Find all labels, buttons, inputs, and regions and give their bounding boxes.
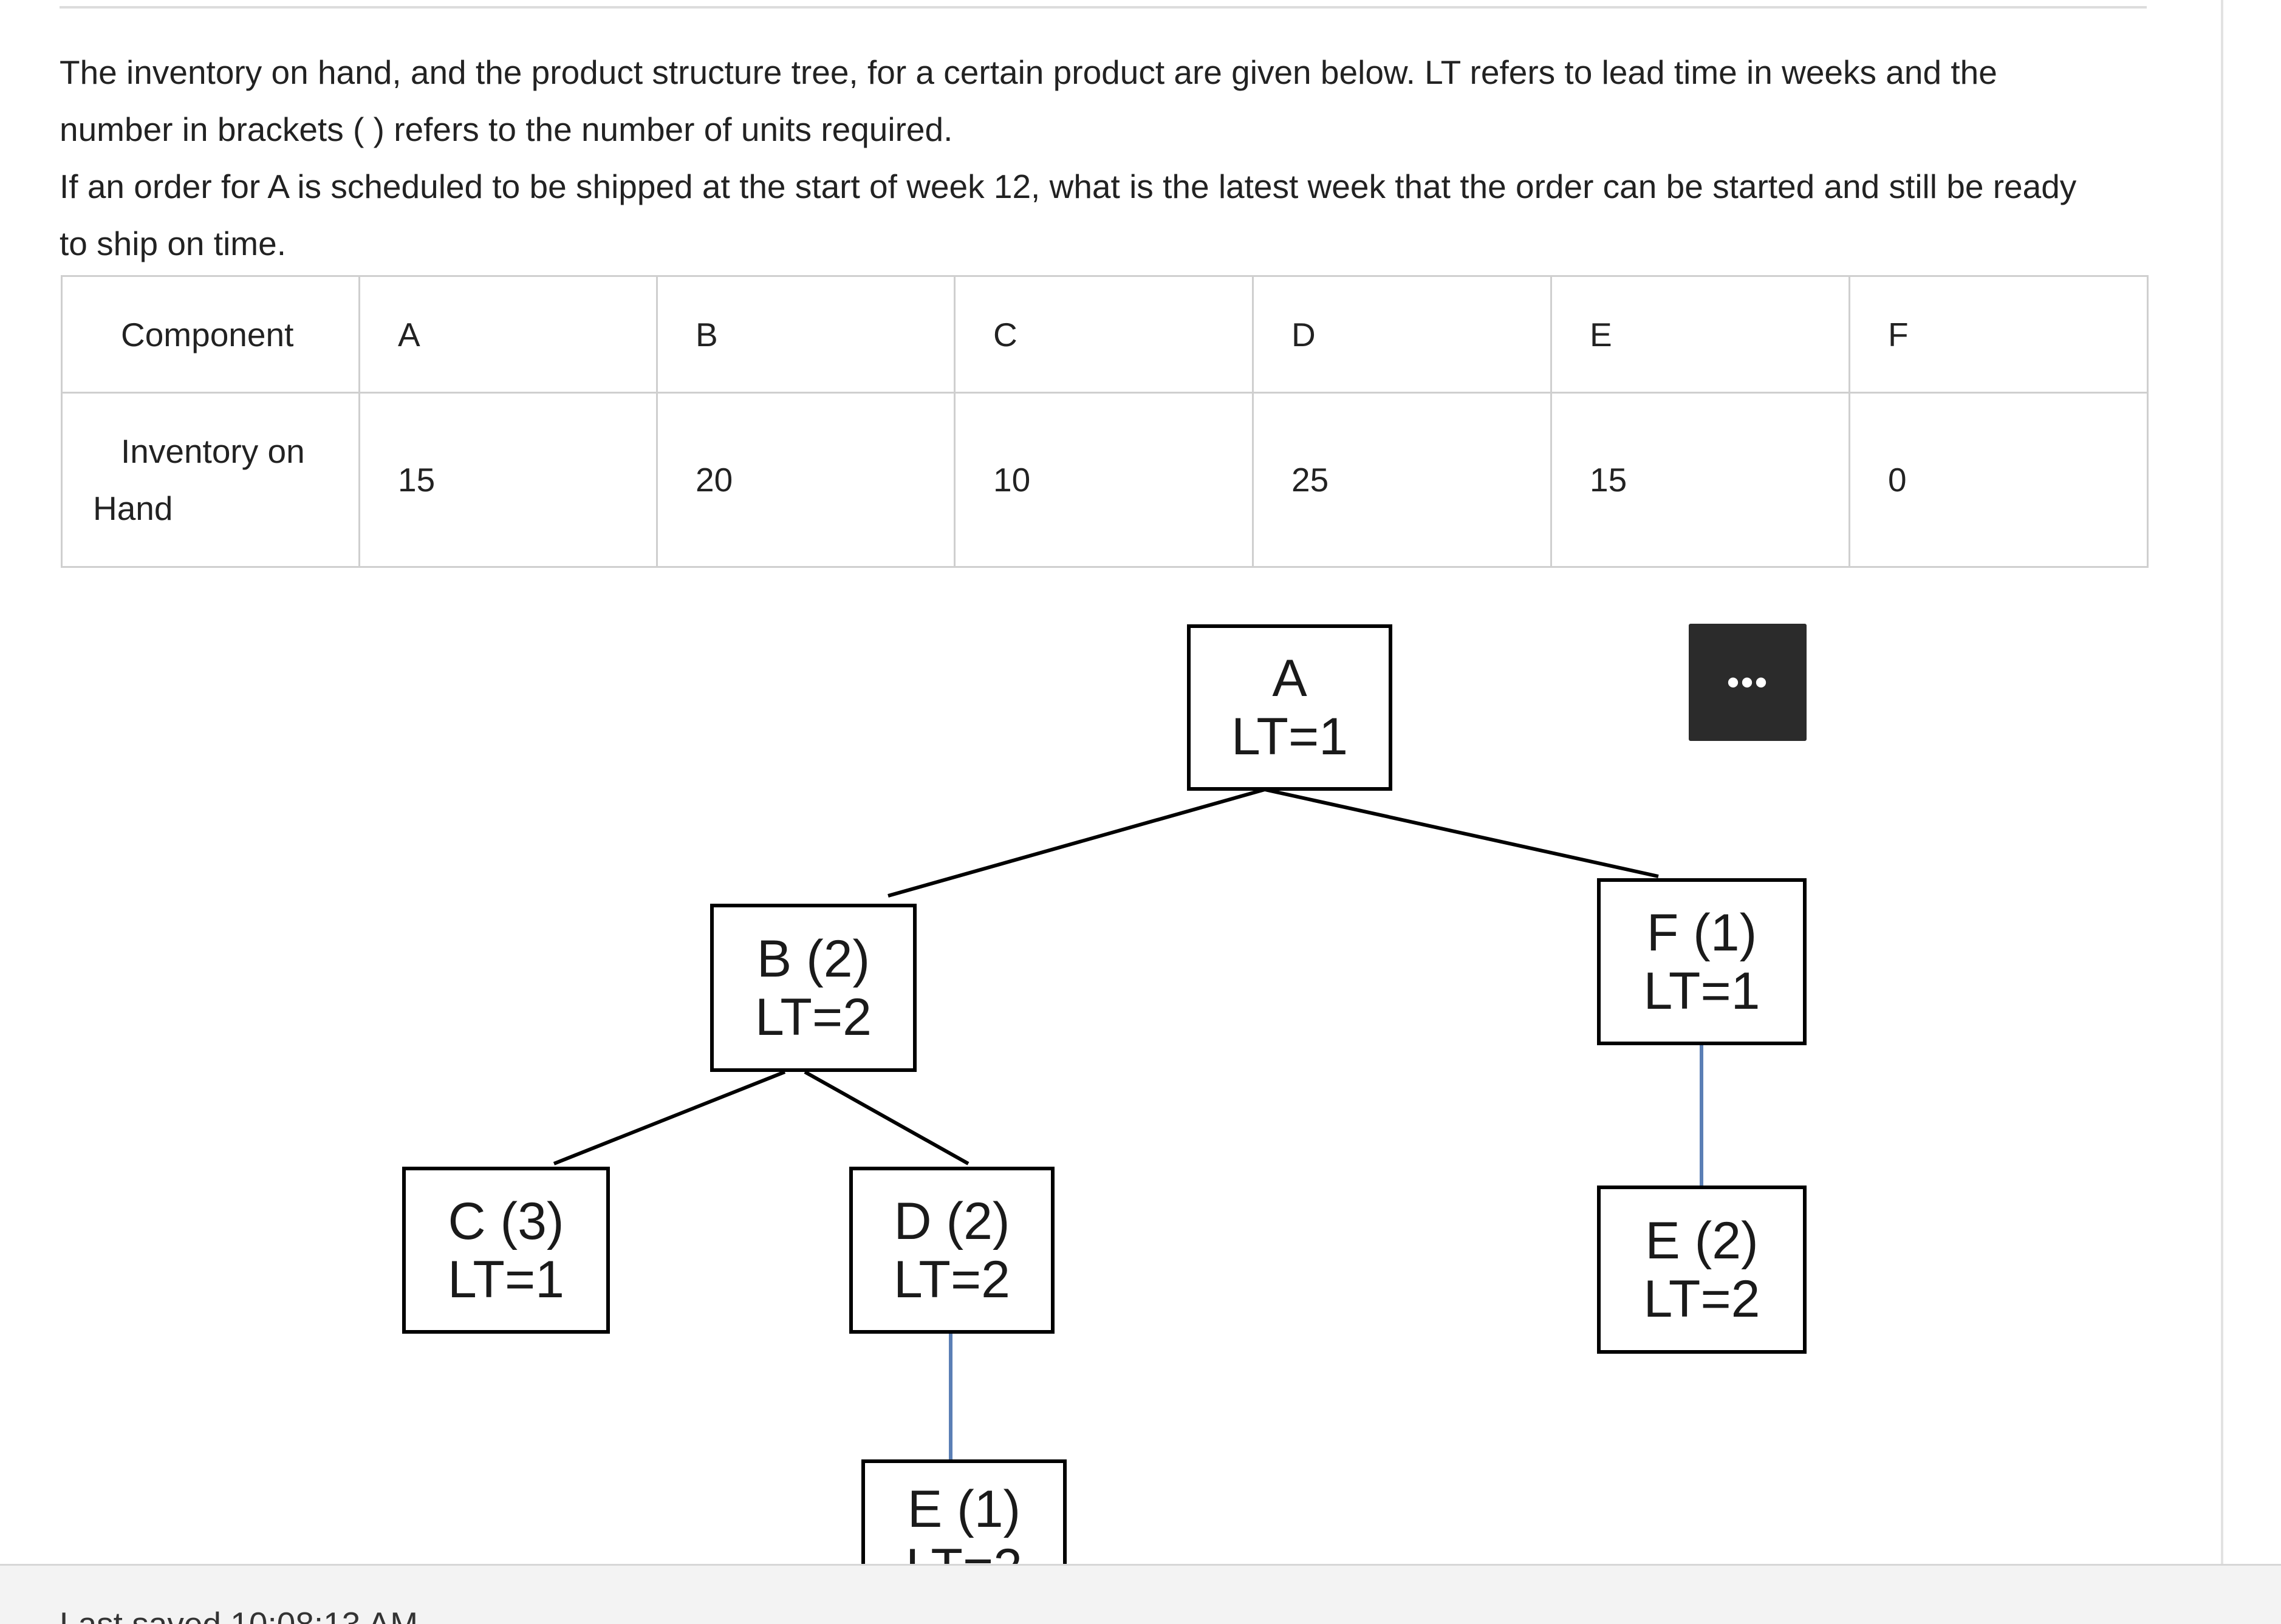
header-cell: C bbox=[954, 275, 1254, 394]
node-name: B (2) bbox=[756, 929, 870, 988]
node-name: D (2) bbox=[894, 1192, 1010, 1250]
tree-edge-b-c bbox=[553, 1070, 786, 1165]
table-cell: 0 bbox=[1848, 392, 2149, 568]
node-lead-time: LT=2 bbox=[1643, 1269, 1760, 1328]
table-cell: 20 bbox=[656, 392, 956, 568]
node-lead-time: LT=1 bbox=[1231, 708, 1349, 766]
tree-edge-b-d bbox=[804, 1070, 970, 1165]
tree-node-f: F (1) LT=1 bbox=[1597, 878, 1807, 1045]
ellipsis-icon: ••• bbox=[1726, 662, 1769, 703]
question-line: to ship on time. bbox=[60, 225, 286, 262]
tree-node-b: B (2) LT=2 bbox=[710, 904, 917, 1072]
header-cell: F bbox=[1848, 275, 2149, 394]
node-lead-time: LT=1 bbox=[447, 1250, 565, 1309]
header-cell: B bbox=[656, 275, 956, 394]
node-lead-time: LT=1 bbox=[1643, 961, 1760, 1020]
tree-edge-a-b bbox=[887, 788, 1265, 898]
table-header-row: Component A B C D E F bbox=[61, 275, 2149, 394]
inventory-table: Component A B C D E F Inventory on Hand … bbox=[61, 275, 2149, 568]
footer-bar: Last saved 10:08:13 AM bbox=[0, 1564, 2281, 1624]
table-cell: 10 bbox=[954, 392, 1254, 568]
row-label-inventory: Inventory on Hand bbox=[61, 392, 360, 568]
node-name: E (1) bbox=[907, 1480, 1021, 1538]
header-cell: E bbox=[1550, 275, 1850, 394]
tree-node-e-under-f: E (2) LT=2 bbox=[1597, 1186, 1807, 1354]
row-label-line: Inventory on bbox=[121, 432, 305, 470]
more-options-button[interactable]: ••• bbox=[1689, 624, 1807, 741]
question-line: number in brackets ( ) refers to the num… bbox=[60, 111, 953, 148]
question-line: The inventory on hand, and the product s… bbox=[60, 53, 1997, 91]
question-text: The inventory on hand, and the product s… bbox=[60, 44, 2155, 272]
table-cell: 25 bbox=[1252, 392, 1552, 568]
node-lead-time: LT=2 bbox=[754, 988, 872, 1046]
row-label-line: Hand bbox=[93, 490, 173, 527]
node-name: E (2) bbox=[1645, 1211, 1759, 1270]
tree-node-d: D (2) LT=2 bbox=[849, 1167, 1055, 1334]
node-name: C (3) bbox=[448, 1192, 564, 1250]
table-cell: 15 bbox=[358, 392, 658, 568]
last-saved-status: Last saved 10:08:13 AM bbox=[60, 1605, 419, 1624]
table-cell: 15 bbox=[1550, 392, 1850, 568]
table-row: Inventory on Hand 15 20 10 25 15 0 bbox=[61, 392, 2149, 568]
tree-edge-a-f bbox=[1264, 788, 1659, 878]
content-edge bbox=[2221, 0, 2223, 1564]
node-name: A bbox=[1272, 649, 1307, 708]
tree-node-a: A LT=1 bbox=[1187, 624, 1392, 791]
node-lead-time: LT=2 bbox=[893, 1250, 1011, 1309]
tree-node-c: C (3) LT=1 bbox=[402, 1167, 610, 1334]
top-divider bbox=[60, 6, 2147, 9]
header-cell: A bbox=[358, 275, 658, 394]
header-cell-component: Component bbox=[61, 275, 360, 394]
question-line: If an order for A is scheduled to be shi… bbox=[60, 168, 2077, 205]
node-name: F (1) bbox=[1646, 903, 1757, 962]
header-cell: D bbox=[1252, 275, 1552, 394]
